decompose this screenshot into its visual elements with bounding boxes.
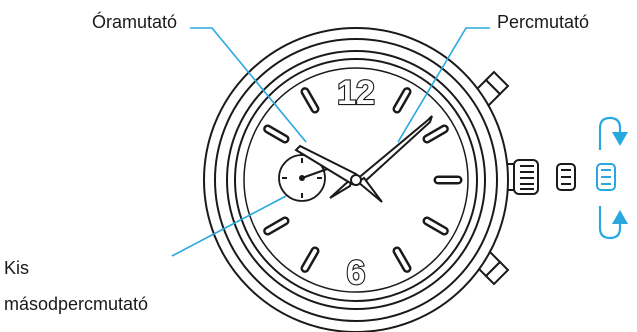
crown-position-icon (597, 164, 615, 190)
crown-position-icon-dark (557, 164, 575, 190)
crown-pull-out-arrow-icon (600, 118, 628, 150)
numeral-12: 12 (337, 74, 375, 112)
center-pin (351, 175, 361, 185)
minute-hand-label: Percmutató (497, 12, 589, 32)
crown (505, 160, 538, 194)
crown-push-in-arrow-icon (600, 206, 628, 238)
numeral-6: 6 (347, 254, 366, 292)
small-second-label-line2: másodpercmutató (4, 294, 148, 314)
hour-hand-label: Óramutató (92, 11, 177, 32)
small-second-label-line1: Kis (4, 258, 29, 278)
